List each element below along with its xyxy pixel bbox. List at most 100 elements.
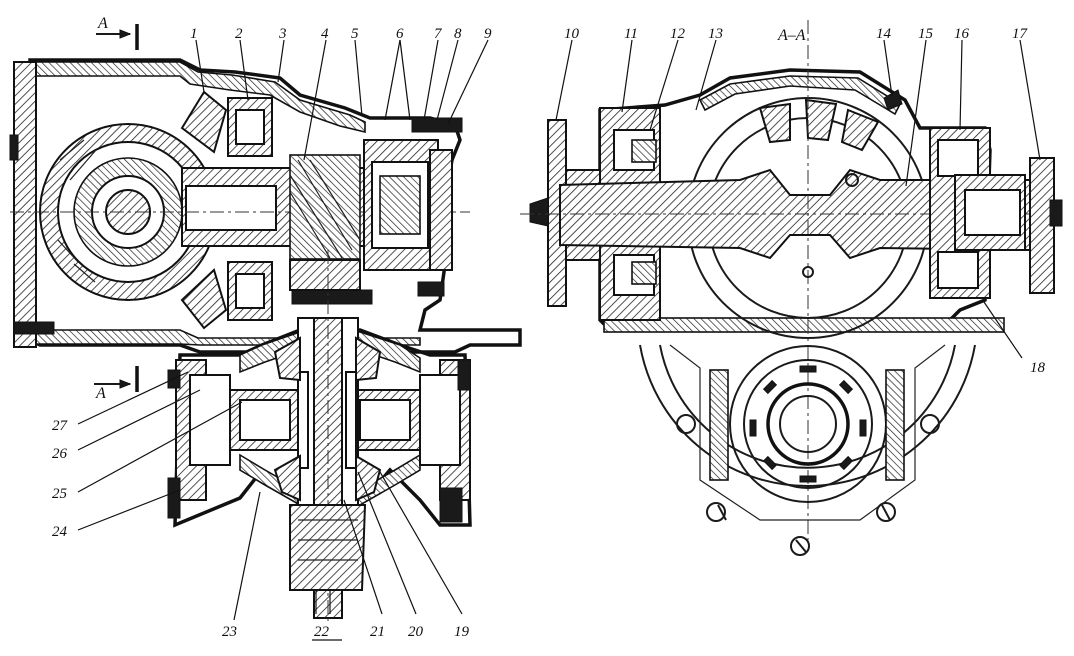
cap-bolt-top [411,117,463,133]
housing-joint-bolt [291,289,373,305]
callout-24: 24 [52,524,68,540]
callout-14: 14 [876,26,892,42]
hub-slot-ring [743,359,873,489]
differential-shaft-bore-left [239,399,291,441]
brake-drum-inner [659,344,956,469]
side-bolt-4 [457,359,471,391]
callout-16: 16 [954,26,970,42]
pinion-bearing-roller-top [631,139,657,163]
callout-15: 15 [918,26,934,42]
bolt-crosses [717,504,891,553]
callout-9: 9 [484,26,492,42]
callout-19: 19 [454,624,470,640]
output-shaft-stub [289,504,367,591]
callout-13: 13 [708,26,723,42]
helical-gear-teeth [289,159,361,259]
ring-gear-tooth-2 [804,98,838,142]
left-section-view: A A [9,15,522,625]
spider-gear-left [297,371,309,469]
brake-drum-assembly [639,344,976,556]
bearing-end-cap [429,149,453,271]
callouts-left-side: 27 26 25 24 [52,418,69,540]
flange-bolt-head [9,134,19,161]
right-housing-base-plate [603,317,1005,333]
callout-23: 23 [222,624,237,640]
callout-26: 26 [52,446,68,462]
callout-8: 8 [454,26,462,42]
section-view-title: A–A [777,27,806,44]
callout-25: 25 [52,486,68,502]
callouts-left-top: 1 2 3 4 5 6 7 8 9 [190,26,492,42]
bolt-hole-left [676,414,696,434]
hub-slots [749,365,867,483]
section-mark-bottom-letter: A [95,385,106,402]
right-shaft-sleeve-bore [964,189,1021,236]
callout-4: 4 [321,26,329,42]
brake-spring-right [885,369,905,481]
bearing-top-roller [235,109,265,145]
bolt-hole-bottom-right [876,502,896,522]
cap-bolt-bottom [417,281,445,297]
section-mark-bottom: A [94,366,139,402]
section-mark-top-letter: A [97,15,108,32]
callout-3: 3 [278,26,287,42]
callout-18: 18 [1030,360,1046,376]
callout-2: 2 [235,26,243,42]
flange-nut [529,197,549,227]
tapered-bearing-cone [379,175,421,235]
diff-bevel-gear-top [273,336,382,382]
callout-27: 27 [52,418,69,434]
ring-gear-bolt-14 [883,89,903,111]
right-side-bearing-race [419,374,461,466]
input-shaft-bore [185,185,277,231]
flange-bottom-lug [13,321,55,335]
bolt-hole-bottom-center [790,536,810,556]
side-bolt-2 [167,477,181,519]
callout-7: 7 [434,26,443,42]
spider-gear-right [345,371,357,469]
left-housing-wall-top [35,61,366,134]
side-bolt-3 [439,487,463,523]
ring-marker-x [845,173,859,187]
brake-drum-outer [639,344,976,487]
section-mark-top: A [96,15,139,50]
differential-shaft-bore-right [359,399,411,441]
callout-1: 1 [190,26,198,42]
callout-12: 12 [670,26,686,42]
output-shaft-splines [298,519,358,561]
callouts-bottom: 23 22 21 20 19 [222,624,470,640]
bearing-bottom-roller [235,273,265,309]
bolt-hole-bottom-left [706,502,726,522]
lower-shaft-collar [289,259,361,291]
leader-lines [77,39,1041,621]
brake-backing-plate [669,344,946,521]
callout-22: 22 [314,624,330,640]
bevel-pinion-teeth [180,90,228,330]
pinion-bearing-roller-bottom [631,261,657,285]
callout-17: 17 [1012,26,1029,42]
callout-6: 6 [396,26,404,42]
diff-bevel-gear-bottom [273,454,382,502]
callout-20: 20 [408,624,424,640]
ring-gear-tooth-3 [840,108,880,152]
callout-21: 21 [370,624,385,640]
callout-11: 11 [624,26,638,42]
ring-gear-teeth-lines [57,139,97,283]
helical-gear [289,154,361,260]
output-flange-nut [1049,199,1063,227]
hub-bore-outer [766,382,850,466]
hub-bore-inner [779,395,837,453]
ring-gear-tooth-1 [758,102,791,144]
bolt-hole-right [920,414,940,434]
callout-5: 5 [351,26,359,42]
left-end-flange [13,61,37,348]
ring-marker-center [802,266,814,278]
brake-spring-left [709,369,729,481]
right-section-view: A–A [520,20,1063,556]
right-bearing-bottom [937,251,979,289]
callouts-right-top: 10 11 12 13 14 15 16 17 [564,26,1029,42]
right-bearing-top [937,139,979,177]
right-housing-top-wall [698,75,902,116]
callout-10: 10 [564,26,580,42]
